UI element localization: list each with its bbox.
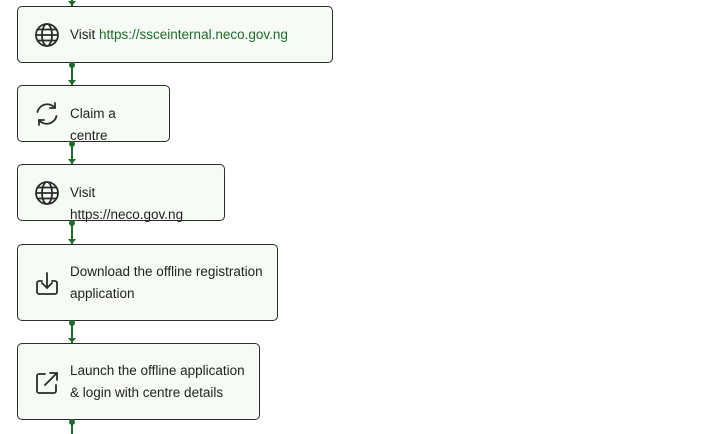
step-label-line2: & login with centre details: [70, 385, 224, 400]
step-label-line1: Launch the offline application: [70, 363, 245, 378]
step-download-offline-app: Download the offline registration applic…: [17, 244, 278, 321]
download-icon: [33, 270, 61, 298]
connector-line: [71, 420, 73, 434]
globe-icon: [33, 21, 61, 49]
connector-dot: [69, 320, 75, 326]
step-visit-ssceinternal: Visit https://ssceinternal.neco.gov.ng: [17, 6, 333, 63]
step-visit-neco: Visit https://neco.gov.ng: [17, 164, 225, 222]
step-label: Launch the offline application & login w…: [70, 360, 247, 404]
connector-arrow: [68, 159, 76, 164]
connector-arrow: [68, 80, 76, 85]
connector-line: [71, 321, 73, 343]
connector-dot: [69, 419, 75, 425]
connector-dot: [69, 141, 75, 147]
connector-arrow: [68, 239, 76, 244]
connector-line: [71, 142, 73, 164]
step-label: Download the offline registration applic…: [70, 261, 265, 305]
step-launch-offline-app: Launch the offline application & login w…: [17, 343, 260, 420]
step-label: Visit https://neco.gov.ng: [70, 185, 184, 222]
external-link-icon: [33, 369, 61, 397]
ssceinternal-link[interactable]: https://ssceinternal.neco.gov.ng: [99, 27, 288, 42]
step-claim-centre: Claim a centre: [17, 85, 170, 143]
connector-arrow: [68, 1, 76, 6]
globe-icon: [33, 179, 61, 207]
connector-arrow: [68, 338, 76, 343]
step-label-line1: Download the offline registration: [70, 264, 263, 279]
connector-line: [71, 221, 73, 244]
step-label: Claim a centre: [70, 106, 116, 143]
connector-dot: [69, 220, 75, 226]
connector-line: [71, 63, 73, 85]
step-label-line2: application: [70, 286, 135, 301]
refresh-icon: [33, 100, 61, 128]
connector-dot: [69, 62, 75, 68]
step-label: Visit https://ssceinternal.neco.gov.ng: [70, 24, 320, 46]
step-label-prefix: Visit: [70, 27, 100, 42]
